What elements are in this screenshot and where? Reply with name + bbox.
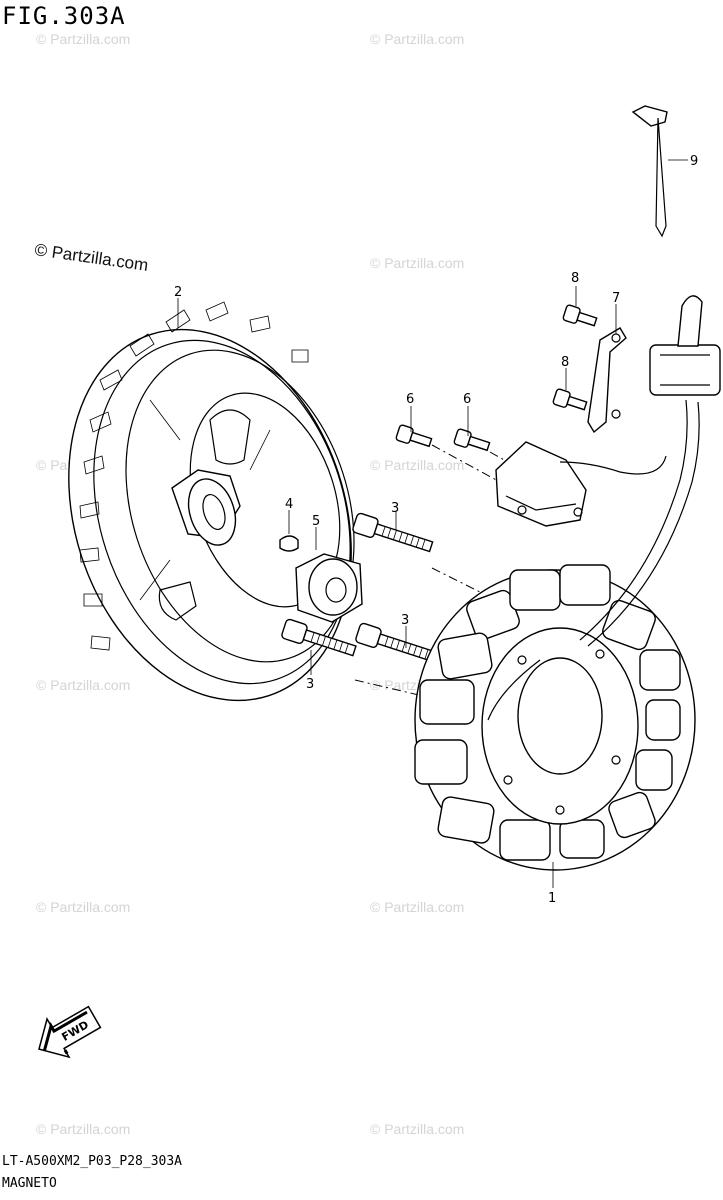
rotor-nut	[295, 553, 363, 623]
watermark: © Partzilla.com	[370, 457, 464, 473]
callout-2: 2	[174, 285, 182, 300]
figure-code: LT-A500XM2_P03_P28_303A	[2, 1154, 183, 1169]
screw	[552, 388, 588, 411]
bolt	[281, 618, 357, 657]
callout-8: 8	[561, 355, 569, 370]
callout-4: 4	[285, 497, 293, 512]
fwd-arrow: FWD	[38, 1005, 102, 1059]
callout-3: 3	[306, 677, 314, 692]
stator-bolts	[281, 512, 437, 663]
screw	[453, 428, 491, 452]
figure-title: FIG.303A	[2, 2, 126, 30]
watermark: © Partzilla.com	[36, 677, 130, 693]
cable-tie	[631, 105, 668, 238]
screws	[395, 304, 598, 452]
flywheel-rotor	[68, 301, 355, 702]
figure-name: MAGNETO	[2, 1176, 57, 1191]
callout-1: 1	[548, 891, 556, 906]
bolt	[355, 622, 437, 663]
screw	[562, 304, 598, 327]
callout-7: 7	[612, 291, 620, 306]
watermark: © Partzilla.com	[370, 255, 464, 271]
callouts: 1 2 3 3 3 4 5 6 6 7 8 8 9	[174, 154, 698, 906]
wire-clamp	[587, 327, 627, 434]
callout-3: 3	[391, 501, 399, 516]
callout-6: 6	[463, 392, 471, 407]
woodruff-key	[279, 535, 299, 552]
leader-lines	[177, 159, 688, 888]
screw	[395, 424, 433, 448]
watermark: © Partzilla.com	[370, 31, 464, 47]
watermark-main: © Partzilla.com	[33, 240, 149, 275]
watermark: © Partzilla.com	[370, 1121, 464, 1137]
callout-6: 6	[406, 392, 414, 407]
watermark: © Partzilla.com	[370, 899, 464, 915]
callout-5: 5	[312, 514, 320, 529]
pulser-coil	[495, 441, 667, 527]
callout-9: 9	[690, 154, 698, 169]
watermark: © Partzilla.com	[36, 1121, 130, 1137]
callout-3: 3	[401, 613, 409, 628]
stator-assembly	[414, 295, 721, 871]
callout-8: 8	[571, 271, 579, 286]
watermark: © Partzilla.com	[36, 899, 130, 915]
watermark: © Partzilla.com	[36, 31, 130, 47]
bolt	[352, 512, 434, 553]
